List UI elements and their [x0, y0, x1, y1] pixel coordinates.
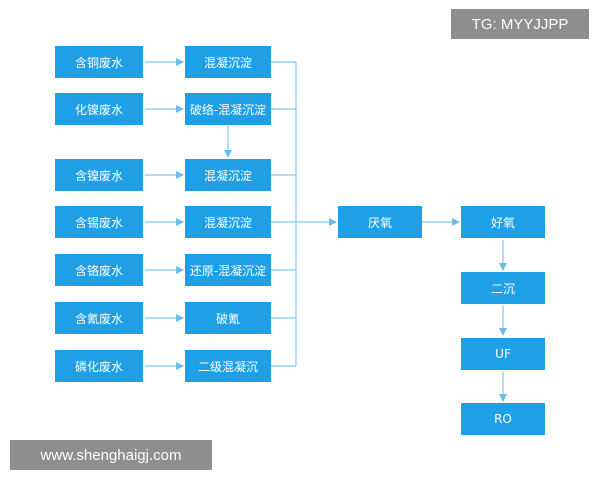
watermark-telegram: TG: MYYJJPP	[451, 9, 589, 39]
pretreat-box-5: 还原-混凝沉淀	[185, 254, 271, 286]
pretreat-box-7: 二级混凝沉	[185, 350, 271, 382]
source-box-copper: 含铜废水	[55, 46, 143, 78]
pretreat-box-3: 混凝沉淀	[185, 159, 271, 191]
pretreat-box-2: 破络-混凝沉淀	[185, 93, 271, 125]
source-box-nickel: 含镍废水	[55, 159, 143, 191]
pretreat-box-4: 混凝沉淀	[185, 206, 271, 238]
uf-box: UF	[461, 338, 545, 370]
ro-box: RO	[461, 403, 545, 435]
source-box-tin: 含锡废水	[55, 206, 143, 238]
watermark-website: www.shenghaigj.com	[10, 440, 212, 470]
secondary-clarifier-box: 二沉	[461, 272, 545, 304]
aerobic-box: 好氧	[461, 206, 545, 238]
pretreat-box-1: 混凝沉淀	[185, 46, 271, 78]
source-box-phosphating: 磷化废水	[55, 350, 143, 382]
pretreat-box-6: 破氰	[185, 302, 271, 334]
source-box-cyanide: 含氰废水	[55, 302, 143, 334]
source-box-electroless-nickel: 化镍废水	[55, 93, 143, 125]
anaerobic-box: 厌氧	[338, 206, 422, 238]
source-box-chromium: 含铬废水	[55, 254, 143, 286]
